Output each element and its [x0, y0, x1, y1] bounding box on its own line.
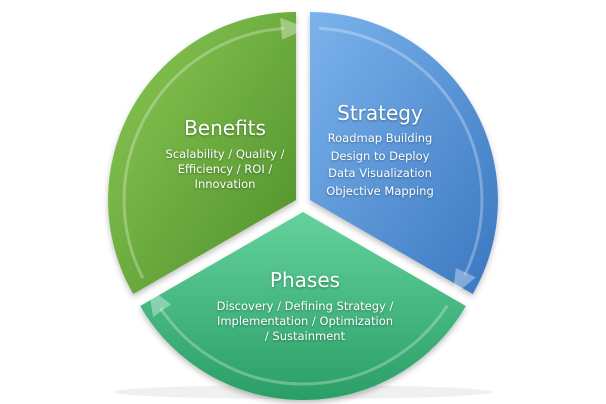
- strategy-description: Roadmap Building Design to Deploy Data V…: [300, 130, 460, 200]
- benefits-line: Efficiency / ROI /: [177, 162, 273, 176]
- phases-sector: [140, 212, 466, 400]
- strategy-line: Roadmap Building: [327, 131, 433, 145]
- benefits-title: Benefits: [184, 116, 266, 140]
- benefits-arrow-band: [122, 26, 285, 279]
- strategy-title: Strategy: [337, 101, 423, 125]
- phases-description: Discovery / Defining Strategy / Implemen…: [185, 299, 425, 344]
- phases-title: Phases: [269, 268, 341, 292]
- strategy-arrow-band: [318, 26, 484, 277]
- phases-segment: Phases Discovery / Defining Strategy / I…: [185, 268, 425, 344]
- benefits-sector: [108, 12, 297, 294]
- benefits-description: Scalability / Quality / Efficiency / ROI…: [135, 147, 315, 192]
- strategy-arrow-head: [452, 268, 476, 297]
- strategy-segment: Strategy Roadmap Building Design to Depl…: [300, 101, 460, 200]
- phases-line: Implementation / Optimization: [216, 314, 394, 328]
- phases-arrow-band: [159, 304, 449, 386]
- benefits-line: Innovation: [194, 177, 256, 191]
- strategy-sector: [309, 12, 498, 294]
- benefits-arrow-head: [280, 17, 309, 40]
- strategy-line: Design to Deploy: [330, 148, 430, 163]
- strategy-line: Objective Mapping: [326, 183, 434, 198]
- benefits-segment: Benefits Scalability / Quality / Efficie…: [135, 116, 315, 192]
- phases-line: Discovery / Defining Strategy /: [216, 299, 394, 313]
- strategy-line: Data Visualization: [328, 166, 432, 180]
- benefits-line: Scalability / Quality /: [165, 147, 285, 161]
- phases-arrow-head: [148, 287, 172, 317]
- phases-line: / Sustainment: [264, 329, 346, 343]
